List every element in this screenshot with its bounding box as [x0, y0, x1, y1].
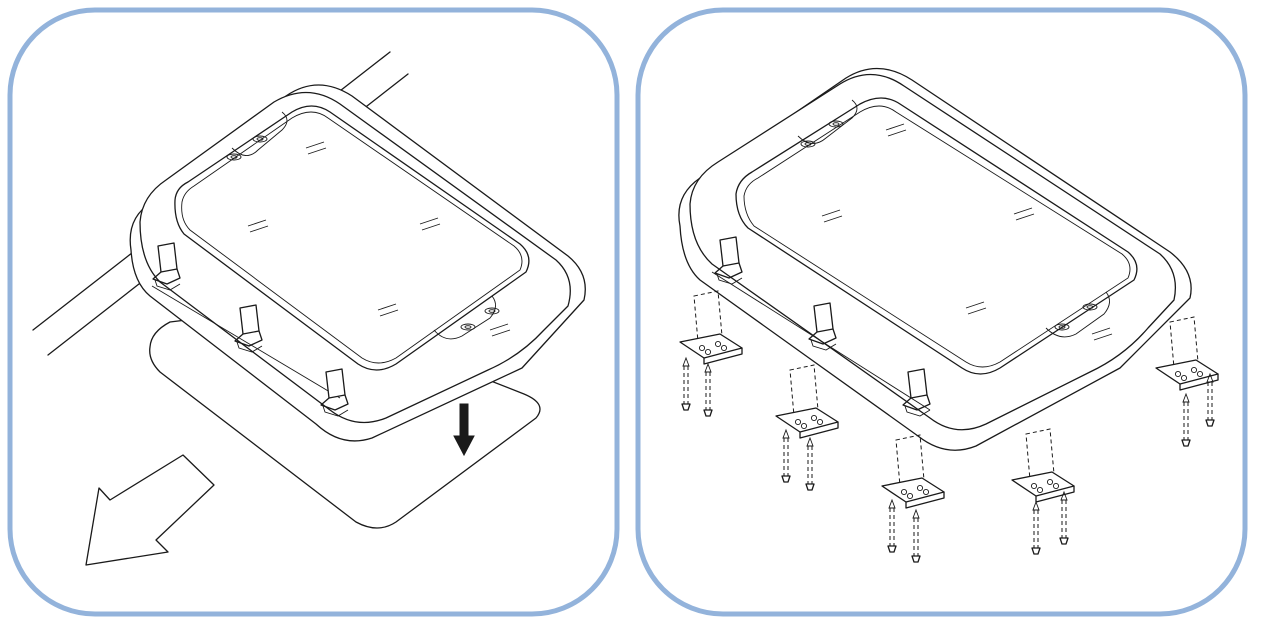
window-frame-icon [129, 84, 586, 442]
insert-down-arrow-icon [453, 403, 475, 457]
window-frame-icon [678, 67, 1192, 451]
direction-arrow-icon [85, 454, 215, 566]
left-panel [7, 7, 620, 617]
right-panel [635, 7, 1248, 617]
